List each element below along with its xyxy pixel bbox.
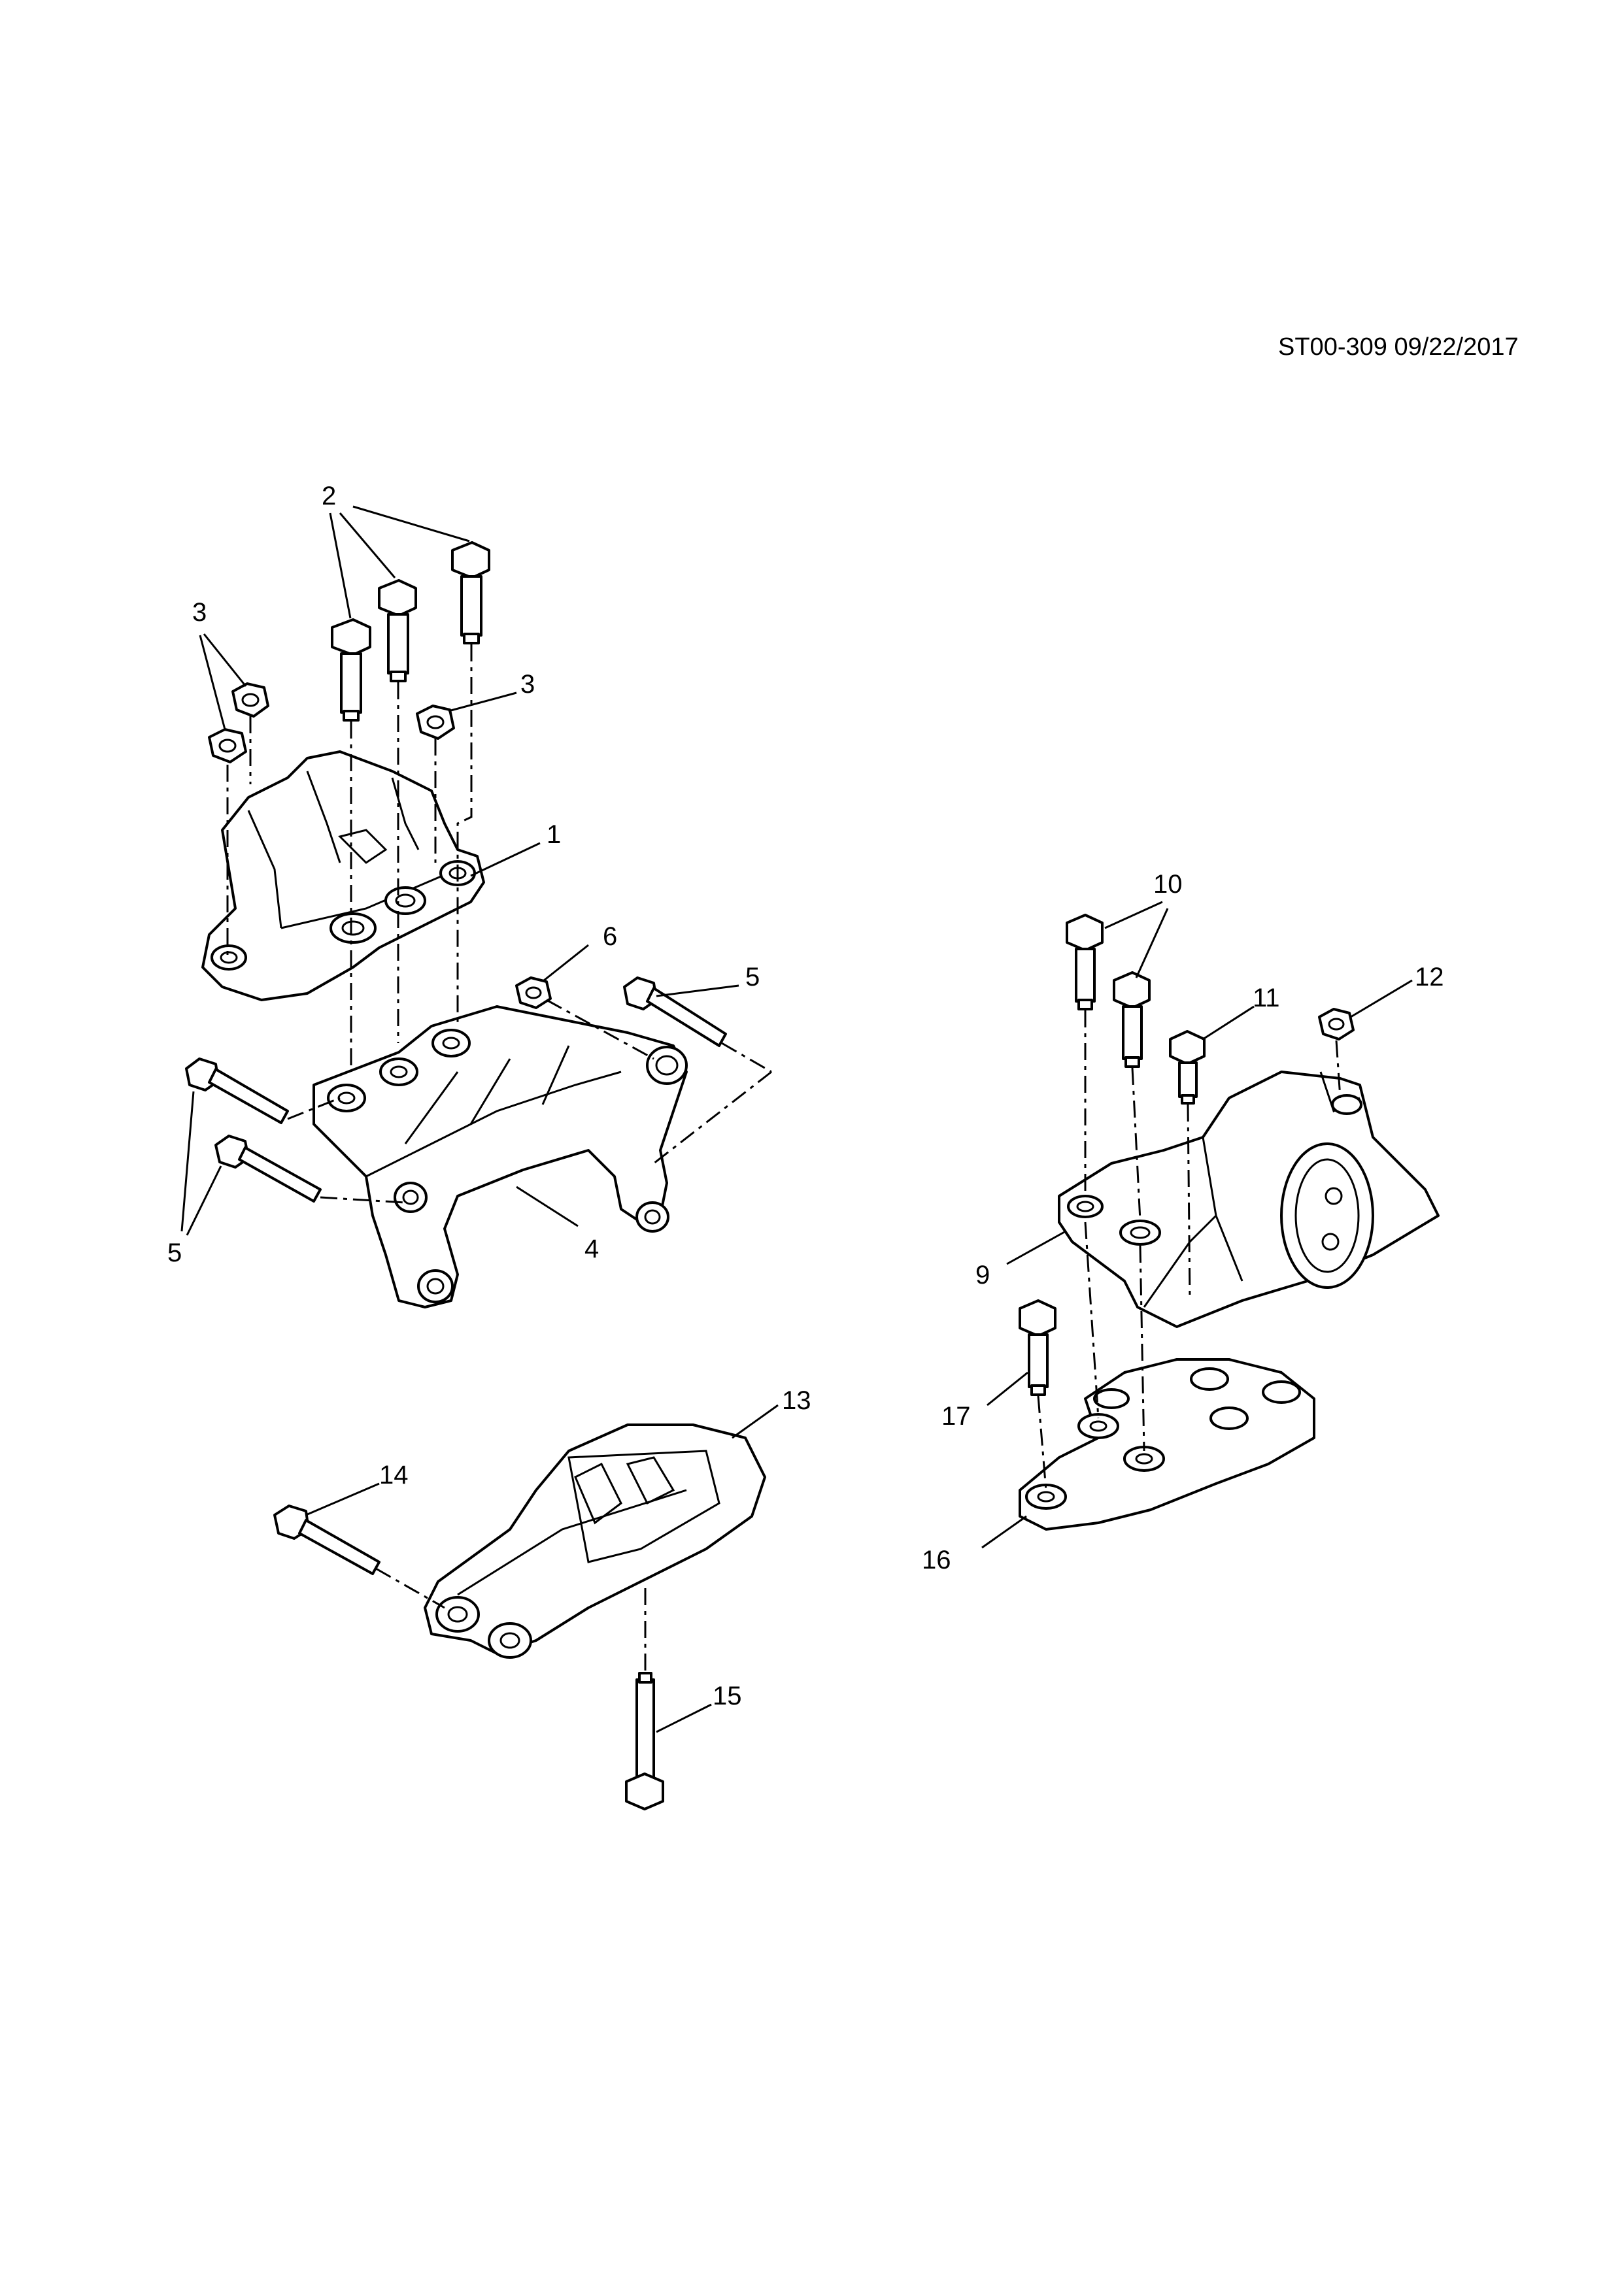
bracket-4 <box>313 1005 688 1308</box>
bolt-5-left-upper <box>185 1057 289 1124</box>
callout-16: 16 <box>922 1546 951 1574</box>
callout-4: 4 <box>584 1235 599 1263</box>
callout-2: 2 <box>322 482 336 510</box>
drawing-reference: ST00-309 09/22/2017 <box>1278 333 1519 361</box>
torque-rod-13 <box>424 1423 766 1659</box>
callout-14: 14 <box>379 1461 409 1489</box>
callout-9: 9 <box>975 1261 990 1289</box>
nut-3c <box>416 705 455 740</box>
callout-10: 10 <box>1153 870 1183 899</box>
bolt-11 <box>1169 1030 1206 1105</box>
leader-lines <box>180 505 1413 1733</box>
callout-3: 3 <box>192 598 207 627</box>
bolt-2c <box>451 541 490 644</box>
callout-12: 12 <box>1415 963 1444 991</box>
nut-3a <box>231 682 269 718</box>
bolt-10a <box>1066 914 1104 1010</box>
callout-3: 3 <box>520 670 535 699</box>
bolt-5-upper-right <box>623 976 727 1047</box>
callout-15: 15 <box>713 1682 742 1710</box>
transmission-mount-9 <box>1058 1071 1440 1328</box>
engine-mount-1 <box>201 750 485 1001</box>
callout-5: 5 <box>745 963 760 991</box>
bolt-10b <box>1113 971 1151 1068</box>
callout-6: 6 <box>603 922 617 951</box>
callout-1: 1 <box>547 820 561 849</box>
bolt-5-left-lower <box>214 1135 322 1203</box>
callout-11: 11 <box>1253 984 1280 1012</box>
callout-13: 13 <box>782 1386 811 1415</box>
bolt-17 <box>1019 1299 1056 1396</box>
bolt-2b <box>378 579 417 682</box>
bracket-16 <box>1019 1358 1315 1531</box>
bolt-15 <box>625 1672 664 1810</box>
nut-3b <box>208 728 247 763</box>
callout-labels: 1 2 3 3 4 5 5 6 9 10 11 12 13 14 15 16 1… <box>167 482 1444 1710</box>
bolt-2a <box>331 618 371 722</box>
callout-17: 17 <box>941 1402 971 1431</box>
nut-12 <box>1318 1008 1355 1040</box>
nut-6 <box>515 976 552 1009</box>
bolt-14 <box>273 1505 380 1575</box>
callout-5: 5 <box>167 1239 182 1267</box>
alignment-lines <box>226 644 1342 1673</box>
